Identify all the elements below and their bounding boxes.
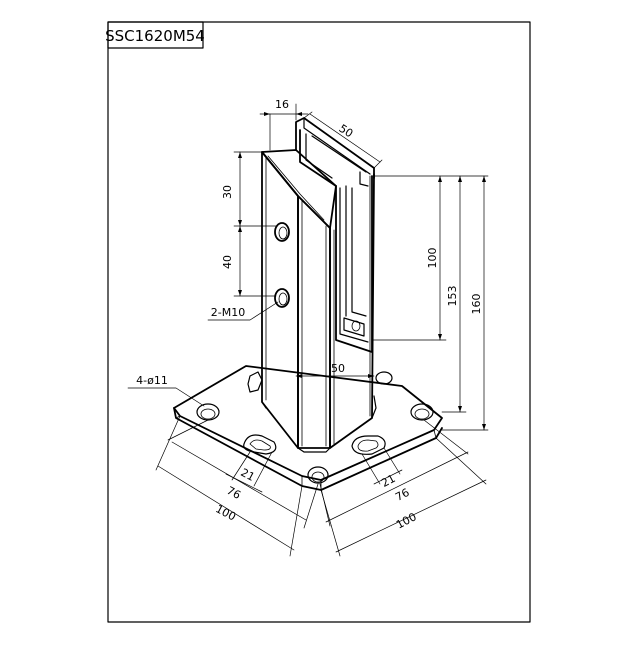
svg-text:153: 153 xyxy=(446,286,459,307)
svg-text:100: 100 xyxy=(394,510,419,531)
svg-text:76: 76 xyxy=(393,486,411,504)
dim-hole-spacing: 30 40 xyxy=(221,151,277,297)
bolt-hole-lower xyxy=(274,288,290,308)
svg-text:16: 16 xyxy=(275,98,289,111)
base-hole-back xyxy=(375,371,393,385)
svg-text:21: 21 xyxy=(379,472,397,490)
title-box xyxy=(107,21,204,49)
svg-text:30: 30 xyxy=(221,185,234,199)
label-base-holes: 4-ø11 xyxy=(127,374,205,407)
svg-text:50: 50 xyxy=(331,362,345,375)
glass-channel xyxy=(299,129,373,353)
dim-body-width: 50 xyxy=(295,362,375,377)
model-number: SSC1620M54 xyxy=(105,27,205,45)
base-plate xyxy=(173,365,443,491)
post-body xyxy=(261,117,377,453)
base-slot-back-left xyxy=(247,371,263,393)
base-hole-front xyxy=(307,466,329,484)
dim-top-width: 50 xyxy=(303,111,383,169)
bolt-hole-upper xyxy=(274,222,290,242)
svg-text:2-M10: 2-M10 xyxy=(211,306,245,319)
svg-text:40: 40 xyxy=(221,255,234,269)
label-bolt-holes: 2-M10 xyxy=(207,301,279,321)
dim-right-heights: 100 153 160 xyxy=(371,175,489,431)
svg-text:21: 21 xyxy=(238,466,256,484)
base-slot-left xyxy=(243,434,277,455)
base-hole-left xyxy=(196,403,220,421)
svg-text:160: 160 xyxy=(470,294,483,315)
base-hole-right xyxy=(410,403,434,421)
svg-text:50: 50 xyxy=(336,122,355,141)
svg-text:4-ø11: 4-ø11 xyxy=(136,374,168,387)
svg-text:100: 100 xyxy=(213,502,238,523)
base-slot-right xyxy=(351,435,386,455)
drawing-border xyxy=(107,21,531,623)
dim-base-right: 21 76 100 xyxy=(319,419,487,557)
svg-text:76: 76 xyxy=(224,484,242,502)
dimension-arrowheads xyxy=(238,112,486,430)
svg-text:100: 100 xyxy=(426,248,439,269)
dim-base-left: 21 76 100 xyxy=(155,415,319,557)
